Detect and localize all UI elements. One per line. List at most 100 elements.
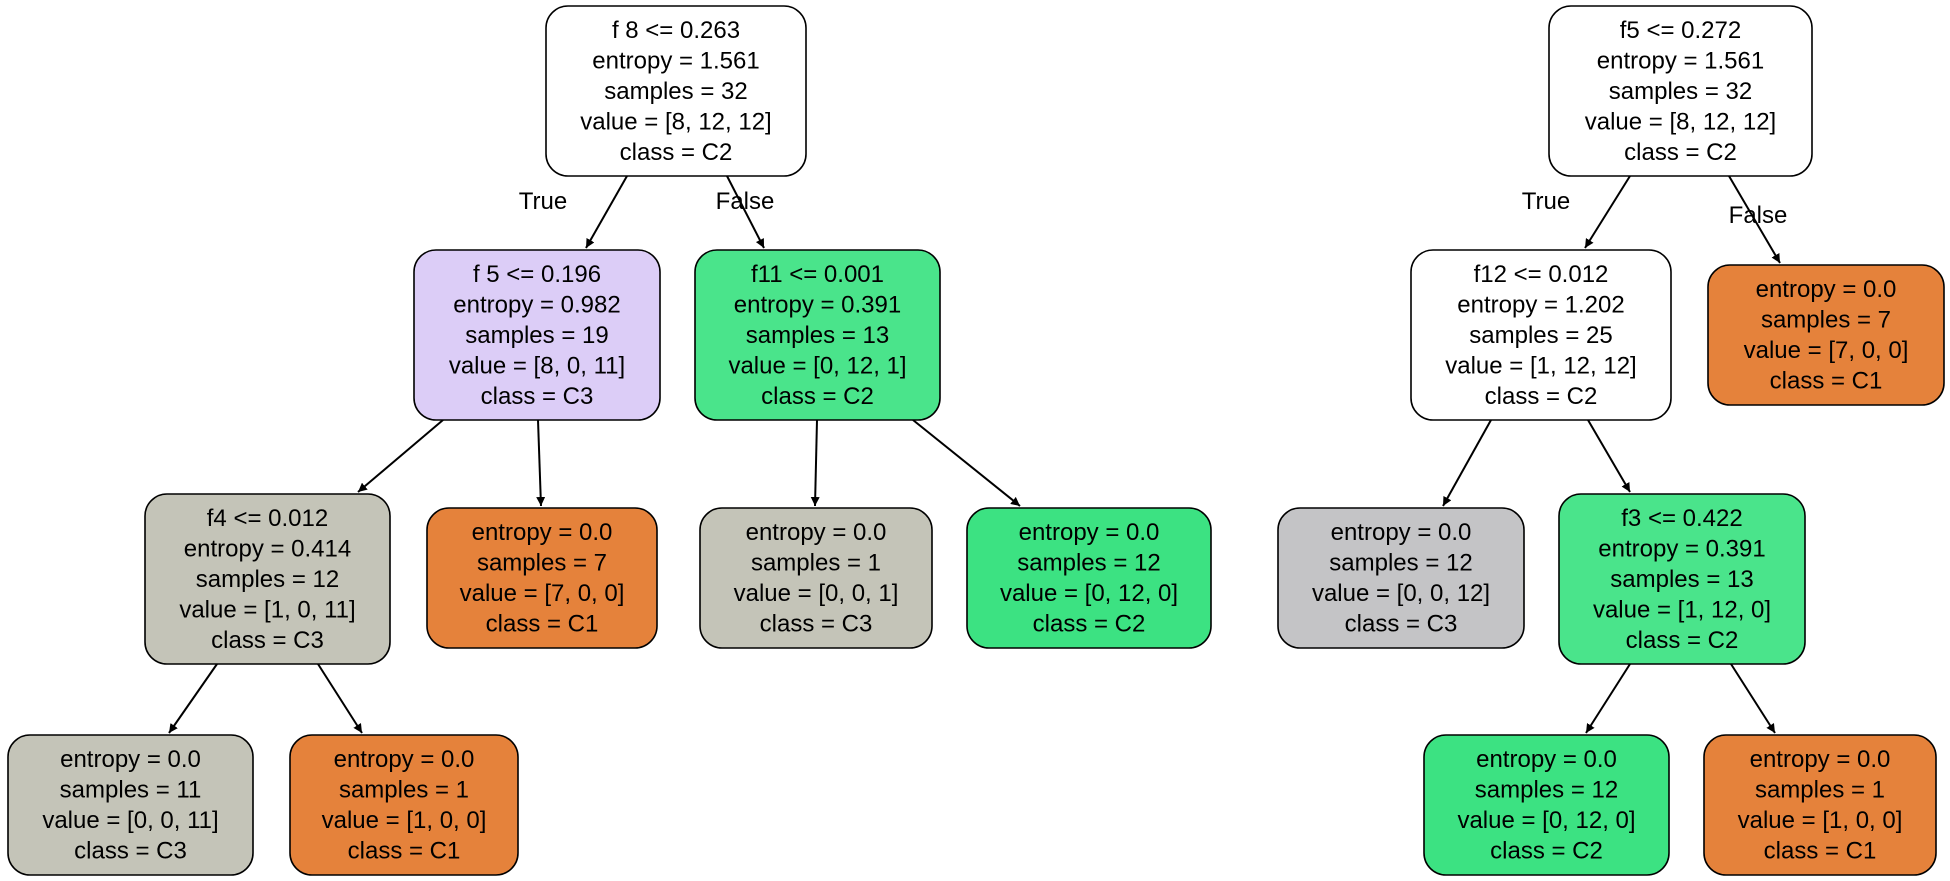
node-line: f11 <= 0.001 xyxy=(751,261,884,288)
node-line: samples = 19 xyxy=(465,322,608,349)
node-line: entropy = 0.982 xyxy=(453,291,620,318)
node-line: entropy = 0.0 xyxy=(60,746,201,773)
tree-node: f 5 <= 0.196 entropy = 0.982 samples = 19 v… xyxy=(413,249,661,421)
edge-label-false: False xyxy=(1729,202,1788,229)
node-line: entropy = 1.202 xyxy=(1457,291,1624,318)
node-line: entropy = 1.561 xyxy=(1597,47,1764,74)
node-line: entropy = 0.0 xyxy=(472,519,613,546)
tree-node: entropy = 0.0 samples = 7 value = [7, 0, 0… xyxy=(426,507,658,649)
edge-arrow xyxy=(317,663,363,734)
edge-arrow xyxy=(585,175,628,249)
node-line: entropy = 0.0 xyxy=(334,746,475,773)
node-line: samples = 13 xyxy=(746,322,889,349)
node-line: value = [8, 12, 12] xyxy=(580,108,771,135)
node-line: samples = 32 xyxy=(1609,78,1752,105)
node-line: samples = 7 xyxy=(477,550,607,577)
tree-node: f 8 <= 0.263 entropy = 1.561 samples = 32 v… xyxy=(545,5,807,177)
node-line: value = [0, 0, 1] xyxy=(734,580,899,607)
node-line: samples = 12 xyxy=(196,566,339,593)
node-line: entropy = 0.0 xyxy=(1750,746,1891,773)
node-line: samples = 12 xyxy=(1475,777,1618,804)
node-line: samples = 25 xyxy=(1469,322,1612,349)
tree-node: f11 <= 0.001 entropy = 0.391 samples = 13 v… xyxy=(694,249,941,421)
node-line: value = [8, 0, 11] xyxy=(449,352,625,379)
node-line: samples = 12 xyxy=(1329,550,1472,577)
node-box xyxy=(1703,734,1937,876)
node-line: value = [8, 12, 12] xyxy=(1585,108,1776,135)
node-line: class = C1 xyxy=(1770,368,1883,395)
node-box xyxy=(1423,734,1670,876)
node-line: samples = 1 xyxy=(751,550,881,577)
node-line: value = [0, 0, 12] xyxy=(1312,580,1490,607)
node-line: value = [7, 0, 0] xyxy=(460,580,625,607)
node-line: class = C3 xyxy=(74,838,187,865)
node-line: class = C2 xyxy=(1490,838,1603,865)
node-line: samples = 32 xyxy=(604,78,747,105)
edge-arrow xyxy=(1442,419,1492,507)
edge-arrow xyxy=(536,419,546,507)
node-box xyxy=(545,5,807,177)
node-line: class = C2 xyxy=(761,383,874,410)
node-box xyxy=(966,507,1212,649)
edge-arrow xyxy=(810,419,820,507)
node-line: value = [1, 12, 12] xyxy=(1445,352,1636,379)
node-box xyxy=(1410,249,1672,421)
tree-node: f4 <= 0.012 entropy = 0.414 samples = 12 va… xyxy=(144,493,391,665)
node-line: f 8 <= 0.263 xyxy=(612,17,740,44)
node-line: value = [0, 12, 1] xyxy=(728,352,906,379)
node-line: class = C2 xyxy=(620,139,733,166)
node-box xyxy=(1558,493,1806,665)
node-line: value = [7, 0, 0] xyxy=(1744,337,1909,364)
edge-label-true: True xyxy=(519,188,567,215)
node-line: class = C1 xyxy=(1764,838,1877,865)
node-line: f5 <= 0.272 xyxy=(1620,17,1741,44)
tree-node: f12 <= 0.012 entropy = 1.202 samples = 25 v… xyxy=(1410,249,1672,421)
node-line: class = C2 xyxy=(1624,139,1737,166)
node-line: entropy = 1.561 xyxy=(592,47,759,74)
node-line: entropy = 0.0 xyxy=(1331,519,1472,546)
node-line: class = C2 xyxy=(1626,627,1739,654)
node-line: value = [1, 0, 0] xyxy=(1738,807,1903,834)
node-line: entropy = 0.0 xyxy=(1019,519,1160,546)
node-line: value = [1, 12, 0] xyxy=(1593,596,1771,623)
edge-arrow xyxy=(1730,663,1776,734)
node-line: f4 <= 0.012 xyxy=(207,505,328,532)
node-box xyxy=(694,249,941,421)
edge-arrow xyxy=(1728,175,1781,264)
node-line: samples = 13 xyxy=(1610,566,1753,593)
node-line: class = C1 xyxy=(348,838,461,865)
node-line: f12 <= 0.012 xyxy=(1474,261,1609,288)
tree-node: f5 <= 0.272 entropy = 1.561 samples = 32 va… xyxy=(1548,5,1813,177)
node-line: samples = 1 xyxy=(1755,777,1885,804)
node-line: entropy = 0.414 xyxy=(184,535,351,562)
edge-arrow xyxy=(168,663,218,734)
edge-label-true: True xyxy=(1522,188,1570,215)
node-line: class = C3 xyxy=(211,627,324,654)
node-line: samples = 12 xyxy=(1017,550,1160,577)
node-line: entropy = 0.391 xyxy=(734,291,901,318)
node-line: samples = 1 xyxy=(339,777,469,804)
node-line: value = [1, 0, 11] xyxy=(179,596,355,623)
tree-node: entropy = 0.0 samples = 12 value = [0, 0, … xyxy=(1277,507,1525,649)
node-line: value = [0, 0, 11] xyxy=(42,807,218,834)
node-box xyxy=(1707,264,1945,406)
node-box xyxy=(699,507,933,649)
edge-arrow xyxy=(1585,663,1631,734)
node-line: class = C2 xyxy=(1485,383,1598,410)
edge-arrow xyxy=(1584,175,1631,249)
edge-arrow xyxy=(1587,419,1631,493)
edge-label-false: False xyxy=(716,188,775,215)
node-line: f 5 <= 0.196 xyxy=(473,261,601,288)
node-line: f3 <= 0.422 xyxy=(1621,505,1742,532)
node-box xyxy=(7,734,254,876)
node-line: entropy = 0.0 xyxy=(1476,746,1617,773)
edge-arrow xyxy=(912,419,1021,507)
node-box xyxy=(1277,507,1525,649)
